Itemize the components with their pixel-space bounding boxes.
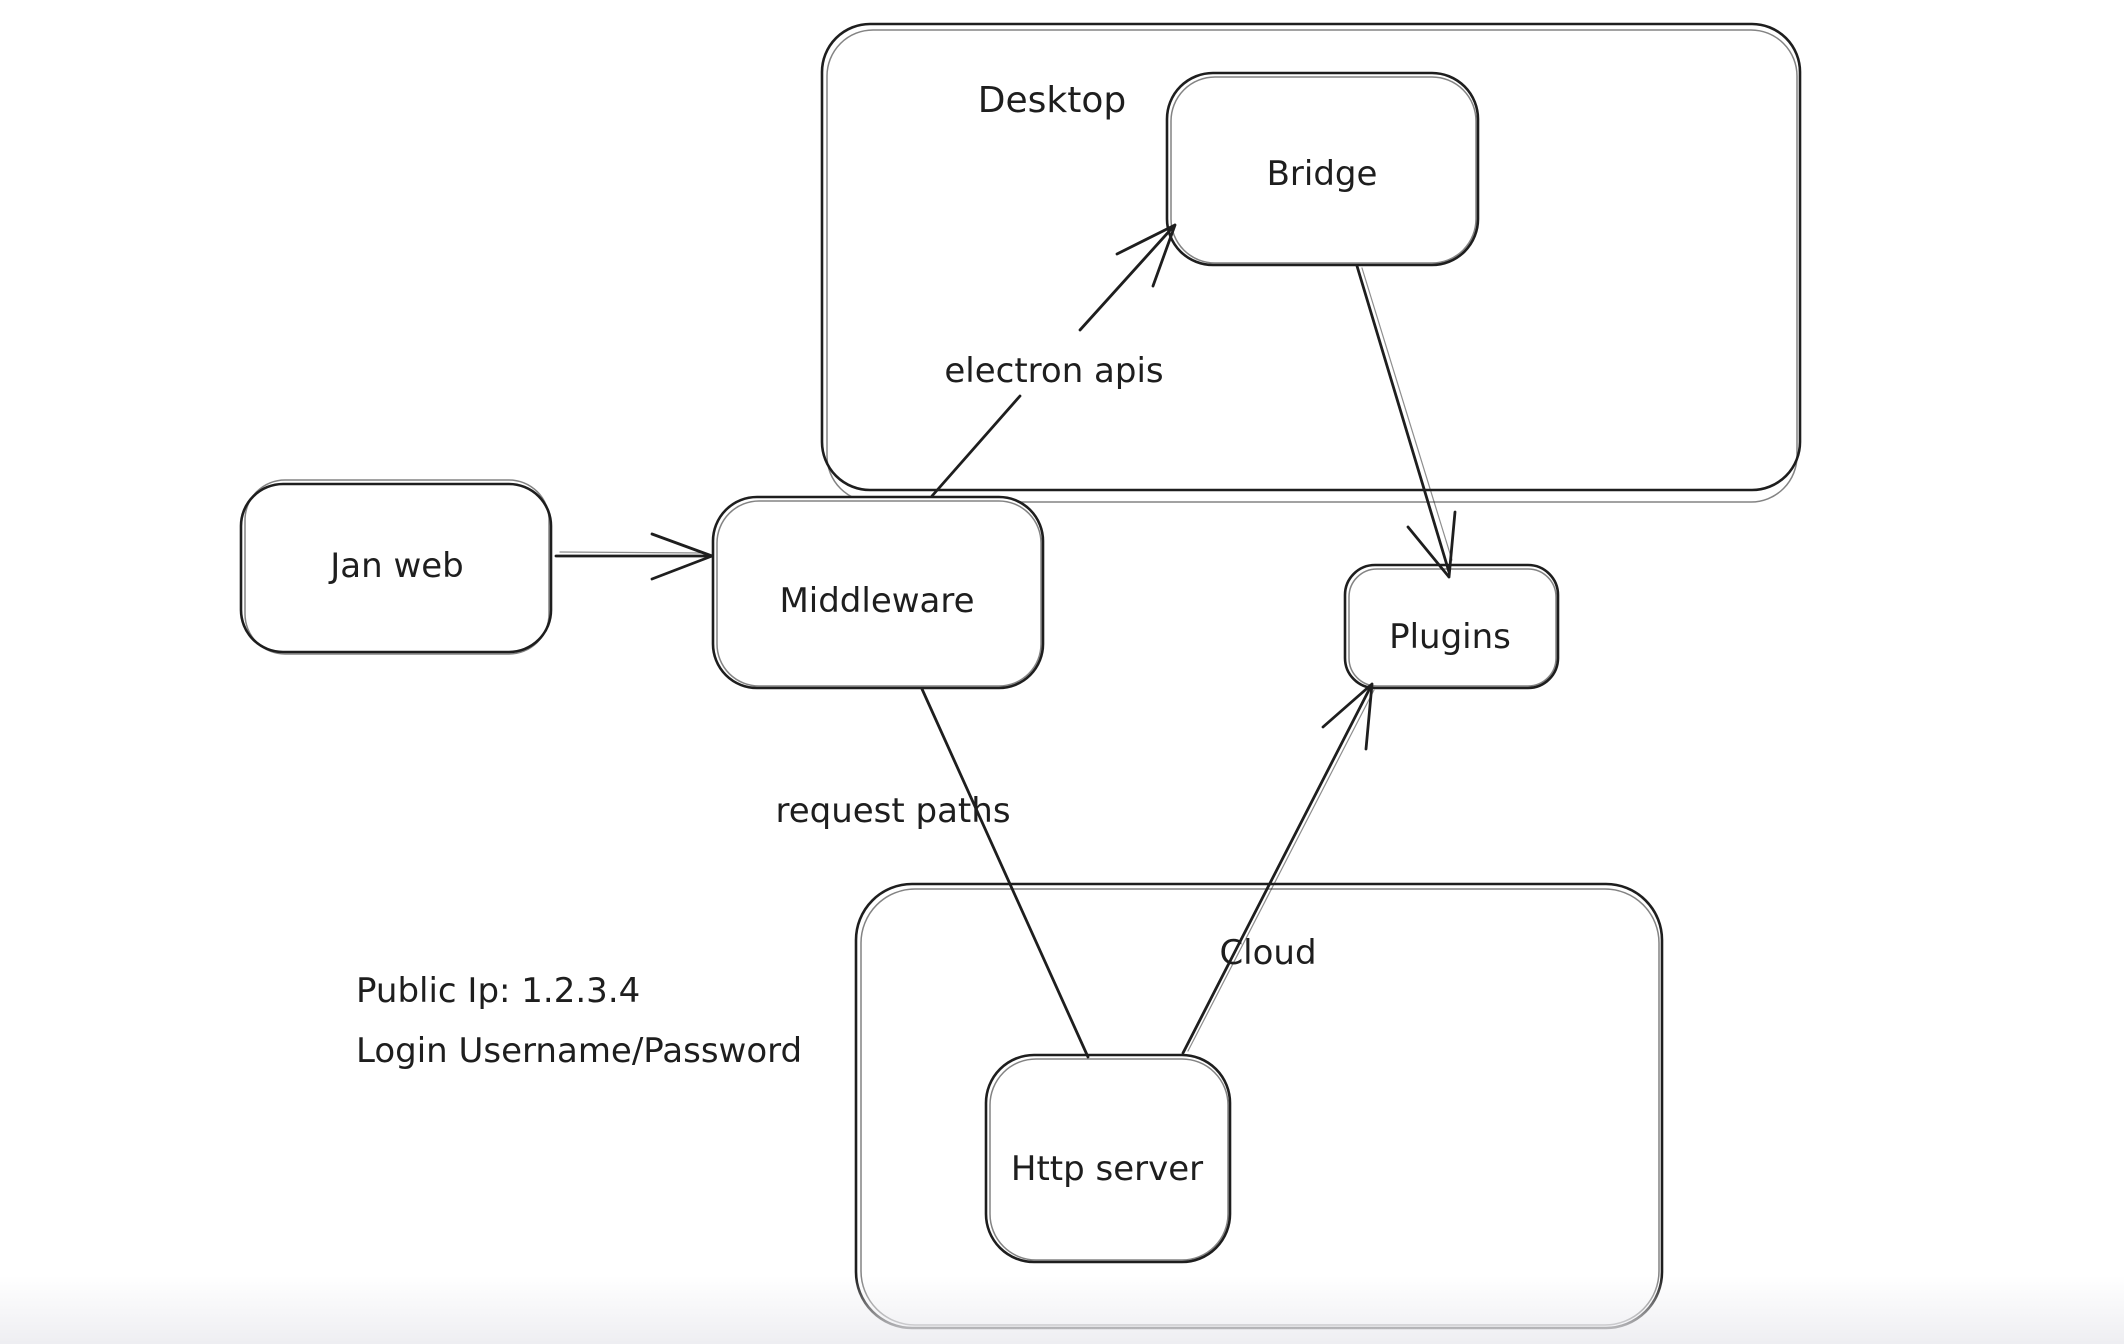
edge-http-server-to-plugins[interactable] <box>1181 682 1375 1055</box>
electron-apis-edge-label: electron apis <box>944 351 1163 391</box>
edge-middleware-to-http-server-line[interactable] <box>920 687 1090 1059</box>
jan-web-box-sketch <box>244 479 550 655</box>
edge-jan-web-to-middleware[interactable] <box>554 532 714 581</box>
http-server-box[interactable] <box>984 1053 1232 1264</box>
http-server-label: Http server <box>1011 1149 1203 1189</box>
edge-middleware-to-bridge-line[interactable] <box>930 225 1175 498</box>
edge-middleware-to-bridge-arrowhead <box>1115 223 1177 288</box>
edge-bridge-to-plugins-arrowhead <box>1406 510 1457 579</box>
http-server-box-sketch <box>989 1058 1229 1261</box>
plugins-box-sketch <box>1348 568 1557 687</box>
middleware-label: Middleware <box>779 581 974 621</box>
middleware-box[interactable] <box>711 495 1045 690</box>
edge-middleware-to-bridge[interactable] <box>930 223 1177 498</box>
edge-jan-web-to-middleware-arrowhead <box>650 532 714 581</box>
edge-middleware-to-http-server[interactable] <box>920 687 1090 1059</box>
edge-bridge-to-plugins[interactable] <box>1355 264 1457 579</box>
jan-web-label: Jan web <box>328 546 464 586</box>
edge-jan-web-to-middleware-sketch <box>559 551 706 554</box>
node-middleware[interactable] <box>711 495 1045 690</box>
edges <box>554 223 1457 1059</box>
edge-http-server-to-plugins-line[interactable] <box>1181 684 1373 1055</box>
edge-http-server-to-plugins-sketch <box>1187 689 1375 1052</box>
desktop-container-label: Desktop <box>978 80 1126 121</box>
login-note: Login Username/Password <box>356 1031 802 1071</box>
bridge-box-sketch <box>1170 76 1477 264</box>
edge-bridge-to-plugins-line[interactable] <box>1355 264 1451 574</box>
jan-web-box[interactable] <box>239 482 553 654</box>
edge-http-server-to-plugins-arrowhead <box>1321 682 1374 751</box>
node-bridge[interactable] <box>1165 71 1480 267</box>
edge-bridge-to-plugins-sketch <box>1361 267 1453 561</box>
plugins-label: Plugins <box>1389 617 1511 657</box>
middleware-box-sketch <box>716 500 1042 687</box>
desktop-container-box-sketch <box>826 29 1798 503</box>
bridge-box[interactable] <box>1165 71 1480 267</box>
request-paths-edge-label: request paths <box>775 791 1010 831</box>
container-cloud[interactable]: Cloud <box>854 882 1664 1330</box>
node-http-server[interactable] <box>984 1053 1232 1264</box>
node-jan-web[interactable] <box>239 479 553 655</box>
public-ip-note: Public Ip: 1.2.3.4 <box>356 971 640 1011</box>
bridge-label: Bridge <box>1267 154 1378 194</box>
